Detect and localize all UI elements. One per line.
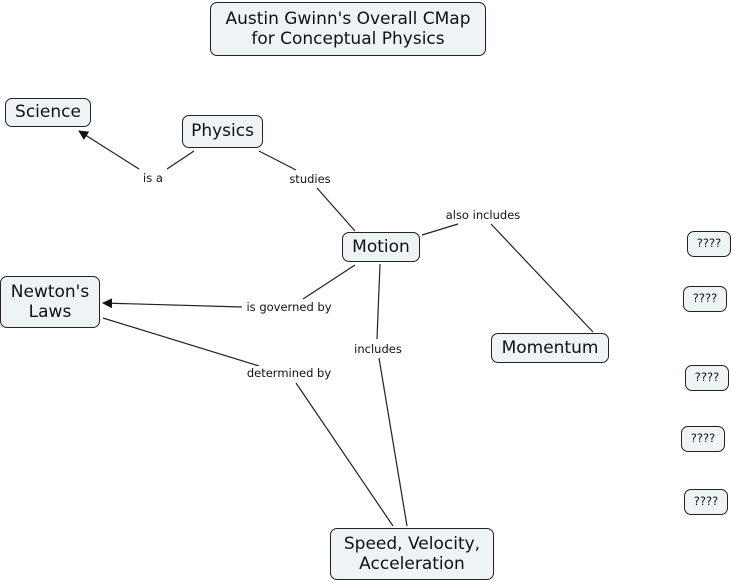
concept-physics[interactable]: Physics bbox=[182, 115, 263, 148]
line-alsoincludes-momentum bbox=[490, 223, 594, 333]
concept-momentum[interactable]: Momentum bbox=[491, 333, 609, 363]
linking-phrase-is-a[interactable]: is a bbox=[142, 171, 164, 185]
line-newtons-determinedby bbox=[102, 317, 260, 367]
line-physics-studies bbox=[258, 150, 297, 171]
line-isgovernedby-newtons bbox=[102, 298, 243, 309]
concept-science[interactable]: Science bbox=[5, 98, 91, 127]
line-motion-isgovernedby bbox=[302, 264, 356, 300]
line-physics-isa bbox=[166, 150, 195, 170]
concept-placeholder[interactable]: ???? bbox=[684, 489, 728, 515]
line-studies-motion bbox=[316, 187, 356, 232]
concept-placeholder[interactable]: ???? bbox=[685, 365, 729, 391]
line-isa-science bbox=[78, 130, 140, 170]
concept-placeholder[interactable]: ???? bbox=[683, 286, 727, 312]
map-title[interactable]: Austin Gwinn's Overall CMap for Conceptu… bbox=[210, 2, 486, 56]
linking-phrase-is-governed-by[interactable]: is governed by bbox=[245, 300, 333, 314]
line-determinedby-speed bbox=[295, 382, 394, 527]
concept-placeholder[interactable]: ???? bbox=[687, 231, 731, 257]
linking-phrase-includes[interactable]: includes bbox=[353, 342, 403, 356]
line-includes-speed bbox=[378, 357, 408, 527]
linking-phrase-also-includes[interactable]: also includes bbox=[444, 208, 522, 222]
line-motion-alsoincludes bbox=[421, 223, 459, 236]
line-motion-includes bbox=[376, 263, 381, 340]
concept-motion[interactable]: Motion bbox=[342, 232, 420, 262]
linking-phrase-determined-by[interactable]: determined by bbox=[245, 366, 333, 380]
linking-phrase-studies[interactable]: studies bbox=[288, 172, 332, 186]
concept-placeholder[interactable]: ???? bbox=[681, 426, 725, 452]
concept-newtons-laws[interactable]: Newton's Laws bbox=[0, 276, 100, 328]
concept-speed-velocity-acceleration[interactable]: Speed, Velocity, Acceleration bbox=[330, 528, 494, 580]
